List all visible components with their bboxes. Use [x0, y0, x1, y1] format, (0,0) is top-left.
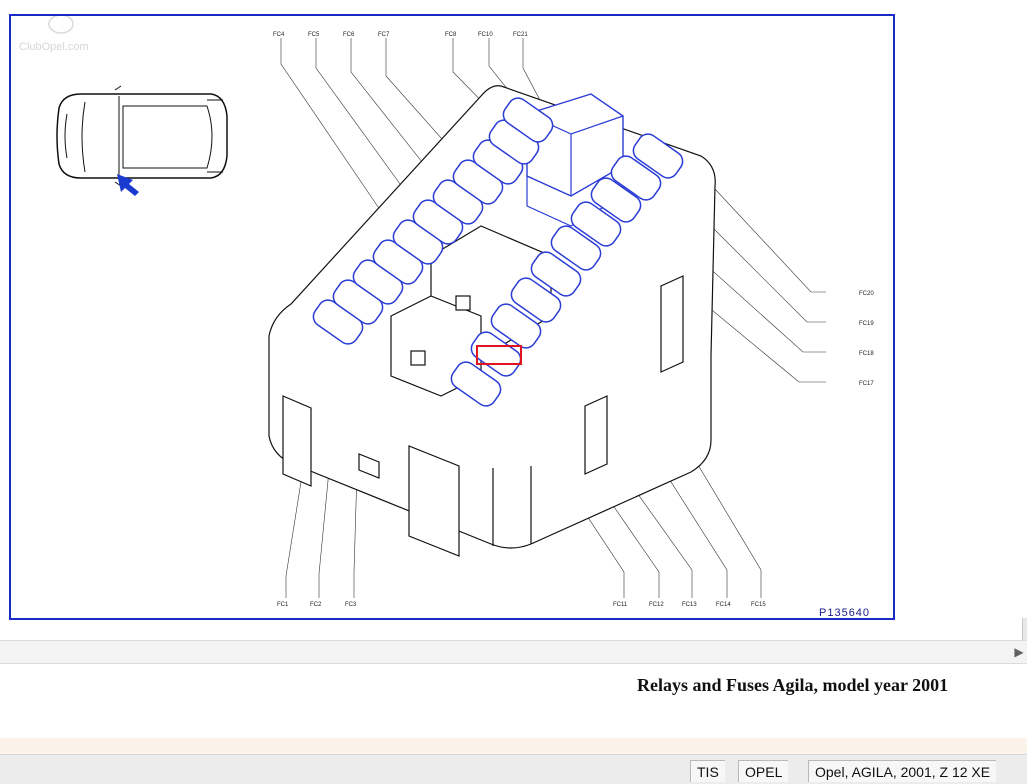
fuse-label-fc18: FC18: [859, 351, 874, 357]
status-bar: TIS OPEL Opel, AGILA, 2001, Z 12 XE: [0, 754, 1027, 784]
fuse-row-right: [450, 133, 684, 407]
fuse-labels-top: FC4 FC5 FC6 FC7 FC8 FC10 FC21: [273, 32, 528, 38]
watermark: ClubOpel.com: [19, 16, 89, 53]
fuse-box-diagram: ClubOpel.com: [19, 16, 874, 619]
highlight-marker: [476, 345, 522, 365]
fuse-label-fc15: FC15: [751, 602, 766, 608]
fuse-label-fc17: FC17: [859, 381, 874, 387]
location-arrow-icon: [117, 174, 139, 196]
fuse-row-left: [312, 97, 554, 345]
fuse-label-fc1: FC1: [277, 602, 289, 608]
watermark-text: ClubOpel.com: [19, 41, 89, 53]
triangle-right-icon[interactable]: ▶: [1014, 645, 1024, 659]
status-vehicle: Opel, AGILA, 2001, Z 12 XE: [808, 760, 997, 782]
fuse-label-fc21: FC21: [513, 32, 528, 38]
diagram-viewer: ClubOpel.com: [9, 14, 1027, 640]
status-brand: OPEL: [738, 760, 789, 782]
fuse-label-fc12: FC12: [649, 602, 664, 608]
vertical-scrollbar[interactable]: [1022, 618, 1027, 640]
fuse-labels-bottom: FC1 FC2 FC3 FC11 FC12 FC13 FC14 FC15: [277, 602, 766, 608]
status-app: TIS: [690, 760, 725, 782]
fuse-label-fc3: FC3: [345, 602, 357, 608]
fuse-label-fc13: FC13: [682, 602, 697, 608]
fuse-label-fc11: FC11: [613, 602, 628, 608]
fuse-labels-right: FC20 FC19 FC18 FC17: [859, 291, 874, 387]
fuse-label-fc2: FC2: [310, 602, 322, 608]
fuse-label-fc6: FC6: [343, 32, 355, 38]
car-top-view: [56, 85, 228, 187]
fuse-label-fc20: FC20: [859, 291, 874, 297]
fuse-label-fc5: FC5: [308, 32, 320, 38]
fuse-label-fc10: FC10: [478, 32, 493, 38]
horizontal-scrollbar[interactable]: ▶: [0, 640, 1027, 664]
caption-area: Relays and Fuses Agila, model year 2001: [0, 664, 1027, 738]
diagram-reference: P135640: [819, 607, 870, 619]
fuse-label-fc19: FC19: [859, 321, 874, 327]
accent-band: [0, 738, 1027, 754]
fuse-label-fc4: FC4: [273, 32, 285, 38]
document-title: Relays and Fuses Agila, model year 2001: [637, 675, 949, 695]
fuse-label-fc14: FC14: [716, 602, 731, 608]
diagram-frame: ClubOpel.com: [9, 14, 895, 620]
fuse-label-fc8: FC8: [445, 32, 457, 38]
fuse-label-fc7: FC7: [378, 32, 390, 38]
